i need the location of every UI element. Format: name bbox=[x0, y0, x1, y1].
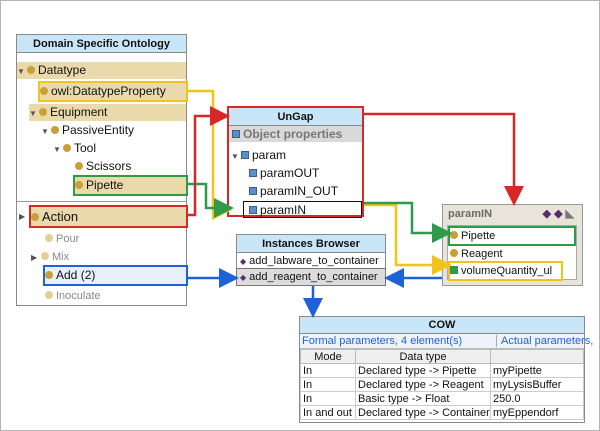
tree-item-pipette[interactable]: Pipette bbox=[73, 175, 188, 196]
paramin-row-pipette[interactable]: Pipette bbox=[448, 226, 576, 246]
property-square-icon bbox=[249, 169, 257, 177]
cell-actual[interactable]: myEppendorf bbox=[490, 405, 584, 420]
class-dot-icon bbox=[75, 181, 83, 189]
property-square-icon bbox=[241, 151, 249, 159]
table-row[interactable]: In Basic type -> Float 250.0 bbox=[300, 391, 584, 406]
cell-data-type: Declared type -> Reagent bbox=[355, 377, 491, 392]
instance-diamond-icon: ◆ bbox=[240, 257, 247, 266]
cell-actual[interactable]: myLysisBuffer bbox=[490, 377, 584, 392]
tree-item-equipment[interactable]: ▼Equipment bbox=[29, 104, 186, 121]
cow-panel: COW Formal parameters, 4 element(s) Actu… bbox=[299, 316, 593, 423]
class-dot-icon bbox=[39, 108, 47, 116]
tree-item-passiveentity[interactable]: ▼PassiveEntity bbox=[41, 122, 134, 139]
instance-diamond-icon: ◆ bbox=[240, 273, 247, 282]
tree-item-action[interactable]: ▶Action bbox=[19, 205, 188, 228]
cow-title: COW bbox=[300, 317, 584, 334]
paramin-toolbar: ◆◆◣ bbox=[543, 205, 577, 223]
datatype-square-icon bbox=[450, 266, 458, 274]
class-dot-icon bbox=[450, 249, 458, 257]
table-row[interactable]: In Declared type -> Reagent myLysisBuffe… bbox=[300, 377, 584, 392]
red-connector bbox=[187, 106, 230, 217]
instance-item-selected[interactable]: ◆add_reagent_to_container bbox=[236, 268, 386, 286]
class-dot-icon bbox=[45, 234, 53, 242]
formal-parameters-label[interactable]: Formal parameters, 4 element(s) bbox=[302, 335, 463, 347]
class-dot-icon bbox=[31, 213, 39, 221]
green-connector bbox=[187, 182, 234, 218]
class-dot-icon bbox=[450, 231, 458, 239]
tree-item-scissors[interactable]: Scissors bbox=[75, 158, 131, 175]
class-dot-icon bbox=[41, 252, 49, 260]
class-dot-icon bbox=[27, 66, 35, 74]
cell-data-type: Basic type -> Float bbox=[355, 391, 491, 406]
paramin-header: paramIN ◆◆◣ bbox=[443, 205, 582, 223]
property-square-icon bbox=[249, 187, 257, 195]
expand-triangle-icon[interactable]: ▼ bbox=[231, 152, 239, 161]
expand-triangle-icon[interactable]: ▼ bbox=[53, 145, 61, 154]
cell-data-type: Declared type -> Container bbox=[355, 405, 491, 420]
tree-item-owl-datatypeproperty[interactable]: owl:DatatypeProperty bbox=[38, 81, 188, 102]
property-paramin[interactable]: paramIN bbox=[243, 201, 362, 218]
tree-item-pour[interactable]: Pour bbox=[45, 231, 79, 248]
column-header-data-type[interactable]: Data type bbox=[355, 349, 491, 364]
tree-item-mix[interactable]: ▶Mix bbox=[31, 249, 69, 266]
class-dot-icon bbox=[51, 126, 59, 134]
property-paramout[interactable]: paramOUT bbox=[249, 165, 319, 182]
red-connector-2 bbox=[364, 112, 524, 206]
paramin-list: Pipette Reagent volumeQuantity_ul bbox=[447, 225, 577, 281]
expand-triangle-icon[interactable]: ▼ bbox=[29, 109, 37, 118]
expand-triangle-icon[interactable]: ▼ bbox=[17, 67, 25, 76]
create-instance-icon[interactable]: ◆ bbox=[554, 208, 566, 220]
table-row[interactable]: In and out Declared type -> Container my… bbox=[300, 405, 584, 420]
ungap-title: UnGap bbox=[229, 108, 362, 126]
class-dot-icon bbox=[45, 291, 53, 299]
tree-item-inoculate[interactable]: Inoculate bbox=[45, 288, 101, 305]
property-square-icon bbox=[232, 130, 240, 138]
expand-triangle-icon[interactable]: ▼ bbox=[41, 127, 49, 136]
tree-item-add[interactable]: Add (2) bbox=[43, 265, 188, 286]
green-connector-2 bbox=[364, 201, 452, 243]
class-dot-icon bbox=[63, 144, 71, 152]
paramin-row-volume[interactable]: volumeQuantity_ul bbox=[448, 261, 563, 281]
tree-item-tool[interactable]: ▼Tool bbox=[53, 140, 96, 157]
instance-item[interactable]: ◆add_labware_to_container bbox=[237, 253, 385, 269]
add-instance-icon[interactable]: ◆ bbox=[542, 208, 555, 220]
class-dot-icon bbox=[45, 271, 53, 279]
class-dot-icon bbox=[75, 162, 83, 170]
tree-item-datatype[interactable]: ▼Datatype bbox=[17, 62, 186, 79]
cow-parameter-header: Formal parameters, 4 element(s) Actual p… bbox=[300, 334, 593, 349]
object-properties-header[interactable]: Object properties bbox=[229, 126, 362, 142]
yellow-connector-2 bbox=[364, 203, 452, 275]
property-paramin-out[interactable]: paramIN_OUT bbox=[249, 183, 338, 200]
property-param[interactable]: ▼param bbox=[231, 147, 286, 164]
ontology-panel: Domain Specific Ontology ▼Datatype owl:D… bbox=[16, 34, 188, 306]
ungap-panel: UnGap Object properties ▼param paramOUT … bbox=[227, 106, 364, 218]
instances-browser-panel: Instances Browser ◆add_labware_to_contai… bbox=[236, 234, 386, 286]
tree-divider bbox=[17, 201, 186, 202]
actual-parameters-label[interactable]: Actual parameters, bbox=[496, 335, 593, 347]
cow-parameter-table: Mode Data type In Declared type -> Pipet… bbox=[300, 349, 584, 420]
cell-mode: In and out bbox=[300, 405, 356, 420]
collapse-triangle-icon[interactable]: ▶ bbox=[31, 253, 38, 262]
paramin-panel: paramIN ◆◆◣ Pipette Reagent volumeQuanti… bbox=[442, 204, 583, 286]
paramin-row-reagent[interactable]: Reagent bbox=[450, 246, 503, 262]
column-header-actual[interactable] bbox=[490, 349, 584, 364]
property-square-icon bbox=[249, 206, 257, 214]
instances-browser-title: Instances Browser bbox=[237, 235, 385, 253]
collapse-triangle-icon[interactable]: ▶ bbox=[19, 212, 26, 221]
ontology-title: Domain Specific Ontology bbox=[17, 35, 186, 53]
class-dot-icon bbox=[40, 87, 48, 95]
remove-icon[interactable]: ◣ bbox=[565, 208, 577, 220]
